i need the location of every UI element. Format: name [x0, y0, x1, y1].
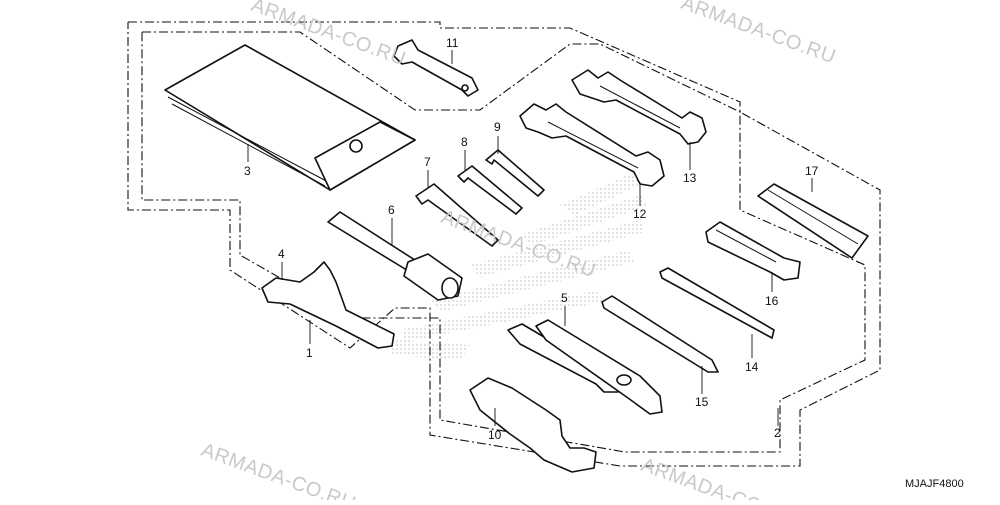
part-label: 4 — [278, 247, 285, 261]
part-label: 5 — [561, 291, 568, 305]
hex-key-8 — [457, 165, 523, 215]
part-label: 14 — [745, 360, 759, 374]
part-label: 8 — [461, 135, 468, 149]
double-wrench-12 — [519, 103, 665, 187]
part-label: 9 — [494, 120, 501, 134]
part-label: 10 — [488, 428, 502, 442]
part-label: 16 — [765, 294, 779, 308]
part-label: 12 — [633, 207, 647, 221]
part-label: 6 — [388, 203, 395, 217]
part-label: 1 — [306, 346, 313, 360]
part-label: 15 — [695, 395, 709, 409]
screwdriver-handle — [705, 221, 801, 281]
drawing-code: MJAJF4800 — [905, 478, 964, 490]
tool-bag — [164, 44, 416, 191]
watermark-text: ARMADA-CO.RU — [638, 454, 798, 500]
screwdriver-blade-14 — [659, 267, 775, 339]
watermark-text: ARMADA-CO.RU — [198, 439, 358, 500]
part-label: 2 — [774, 426, 781, 440]
leader-lines — [247, 50, 813, 426]
part-label: 17 — [805, 164, 819, 178]
part-labels: 11 3 9 8 7 6 12 13 17 16 4 5 1 14 15 10 … — [244, 36, 819, 442]
double-wrench-13 — [571, 69, 707, 145]
watermark-text: ARMADA-CO.RU — [678, 0, 838, 68]
small-wrench — [393, 39, 479, 97]
kit-outline-inner — [141, 31, 866, 453]
part-label: 13 — [683, 171, 697, 185]
part-label: 11 — [446, 36, 459, 50]
hook-spanner-10 — [469, 377, 597, 473]
pliers — [507, 319, 663, 415]
part-label: 7 — [424, 155, 431, 169]
kit-outline-outer — [127, 21, 881, 467]
hex-key-7 — [415, 183, 499, 247]
grip-handle — [757, 183, 869, 259]
pin-spanner-4 — [261, 261, 395, 349]
spark-plug-wrench — [327, 211, 463, 301]
screwdriver-blade-15 — [601, 295, 719, 373]
part-label: 3 — [244, 164, 251, 178]
